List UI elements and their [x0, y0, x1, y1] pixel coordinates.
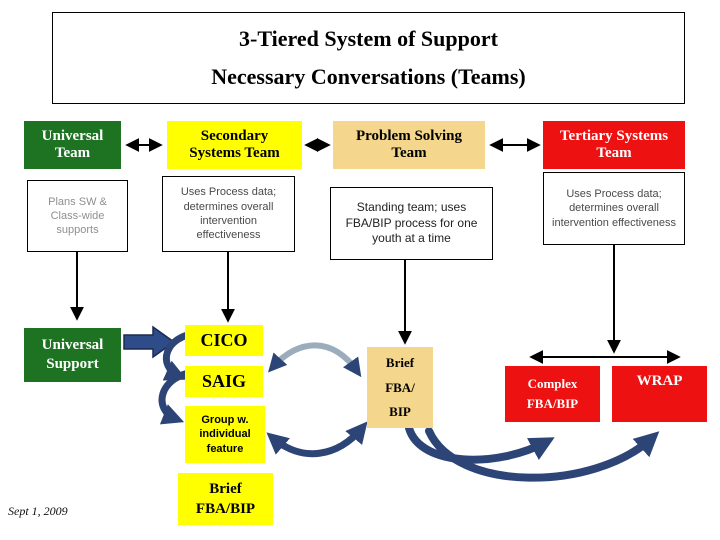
team-desc-tertiary: Uses Process data; determines overall in…	[543, 172, 685, 245]
block-arrow-universal-to-cico	[123, 325, 176, 359]
brief-tan-line: BIP	[389, 403, 411, 419]
team-box-universal: Universal Team	[24, 121, 121, 169]
group-line: feature	[206, 442, 244, 455]
loop-arrow-bottom	[266, 421, 368, 458]
slide-subtitle: Necessary Conversations (Teams)	[211, 63, 526, 89]
team-box-tertiary: Tertiary Systems Team	[543, 121, 685, 169]
brief-tan-line: FBA/	[385, 379, 415, 395]
group-line: Group w.	[201, 414, 249, 427]
brief-tan-line: Brief	[385, 355, 415, 371]
team-desc-secondary: Uses Process data; determines overall in…	[162, 176, 295, 252]
team-desc-universal: Plans SW & Class-wide supports	[27, 180, 128, 252]
date-label: Sept 1, 2009	[8, 504, 68, 518]
group-individual-feature-box: Group w. individual feature	[185, 406, 265, 463]
title-box: 3-Tiered System of Support Necessary Con…	[52, 12, 685, 104]
team-box-secondary: Secondary Systems Team	[167, 121, 302, 169]
swoosh-arrow-to-wrap	[425, 427, 660, 482]
swoosh-arrow-to-complex	[405, 424, 555, 464]
group-line: individual	[199, 428, 251, 441]
saig-box: SAIG	[185, 366, 263, 397]
brief-line: FBA/BIP	[195, 501, 256, 517]
team-desc-problem-solving: Standing team; uses FBA/BIP process for …	[330, 187, 493, 260]
wrap-box: WRAP	[612, 366, 707, 422]
slide-title: 3-Tiered System of Support	[239, 26, 498, 52]
complex-line: FBA/BIP	[526, 396, 579, 411]
universal-support-box: Universal Support	[24, 328, 121, 382]
cico-box: CICO	[185, 325, 263, 356]
complex-fba-bip-box: Complex FBA/BIP	[505, 366, 600, 422]
team-box-problem-solving: Problem Solving Team	[333, 121, 485, 169]
loop-arrow-top	[268, 342, 362, 378]
brief-fba-bip-yellow-box: Brief FBA/BIP	[178, 473, 273, 525]
complex-line: Complex	[527, 376, 578, 391]
brief-line: Brief	[209, 480, 242, 497]
brief-fba-bip-tan-box: Brief FBA/ BIP	[367, 347, 433, 428]
